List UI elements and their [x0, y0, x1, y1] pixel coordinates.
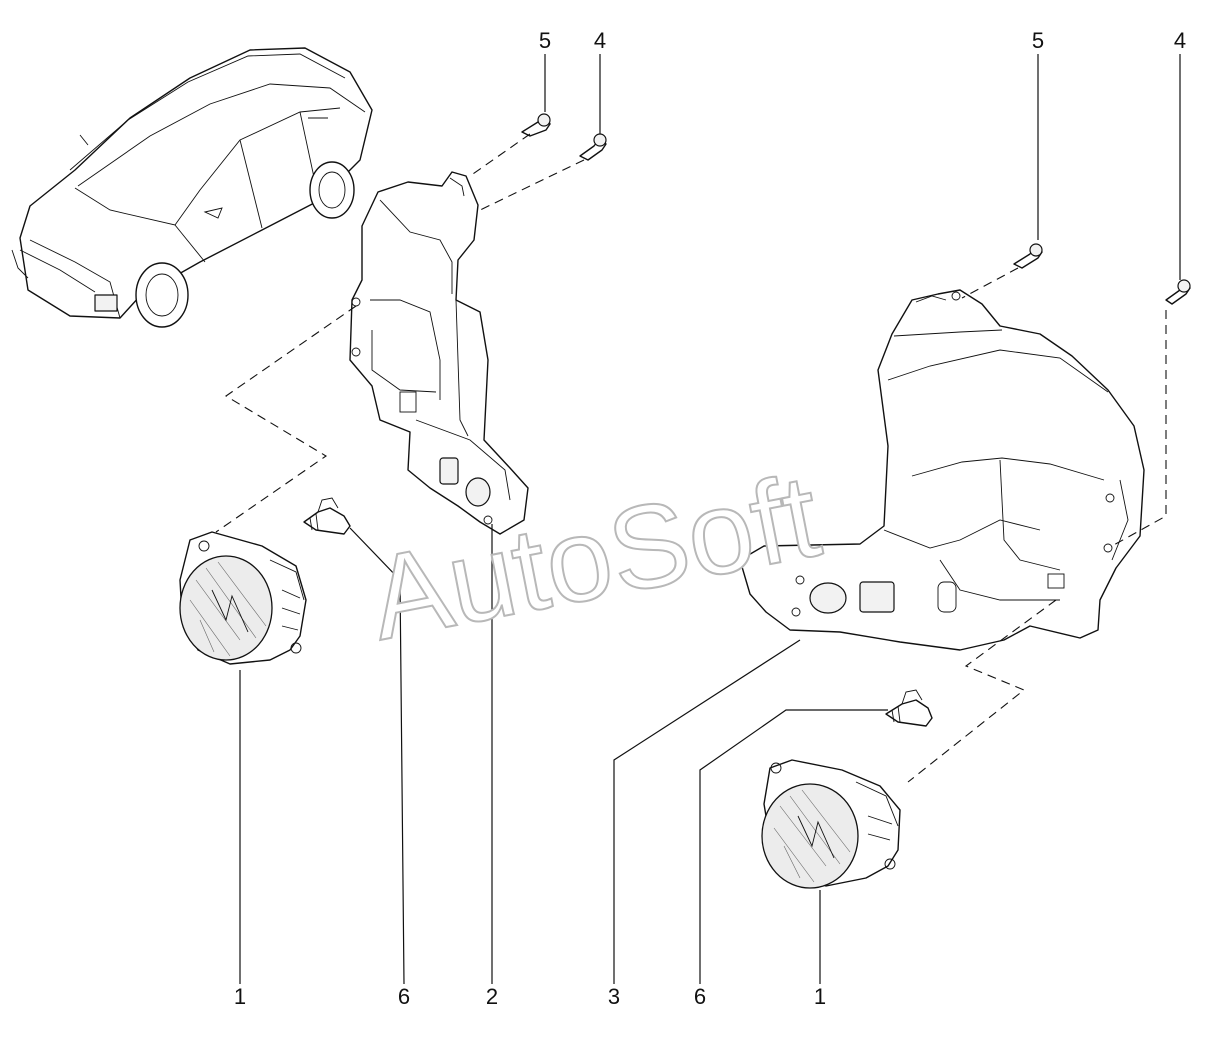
callout-6-bottom-right: 6: [694, 984, 706, 1009]
callout-2-bottom: 2: [486, 984, 498, 1009]
screw-5-left: [521, 113, 551, 137]
callout-4-top-right: 4: [1174, 28, 1186, 53]
callout-numbers: 5 4 5 4 1 6 2 3 6 1: [234, 28, 1186, 1009]
callout-5-top-left: 5: [539, 28, 551, 53]
screw-4-left: [579, 133, 607, 161]
callout-4-top-left: 4: [594, 28, 606, 53]
car-illustration: [11, 47, 373, 328]
callout-3-bottom: 3: [608, 984, 620, 1009]
leader-lines: [239, 54, 1181, 985]
callout-1-bottom-left: 1: [234, 984, 246, 1009]
screw-5-right: [1013, 243, 1043, 269]
callout-5-top-right: 5: [1032, 28, 1044, 53]
left-fog-lamp-bracket: [349, 171, 529, 535]
right-bulb: [885, 689, 933, 727]
callout-1-bottom-right: 1: [814, 984, 826, 1009]
callout-6-bottom-left: 6: [398, 984, 410, 1009]
right-fog-lamp-bracket: [739, 289, 1145, 651]
right-fog-lamp: [761, 759, 901, 889]
screw-4-right: [1165, 279, 1191, 305]
assembly-lines: [215, 133, 1167, 783]
left-fog-lamp: [179, 531, 307, 665]
left-bulb: [303, 497, 351, 535]
